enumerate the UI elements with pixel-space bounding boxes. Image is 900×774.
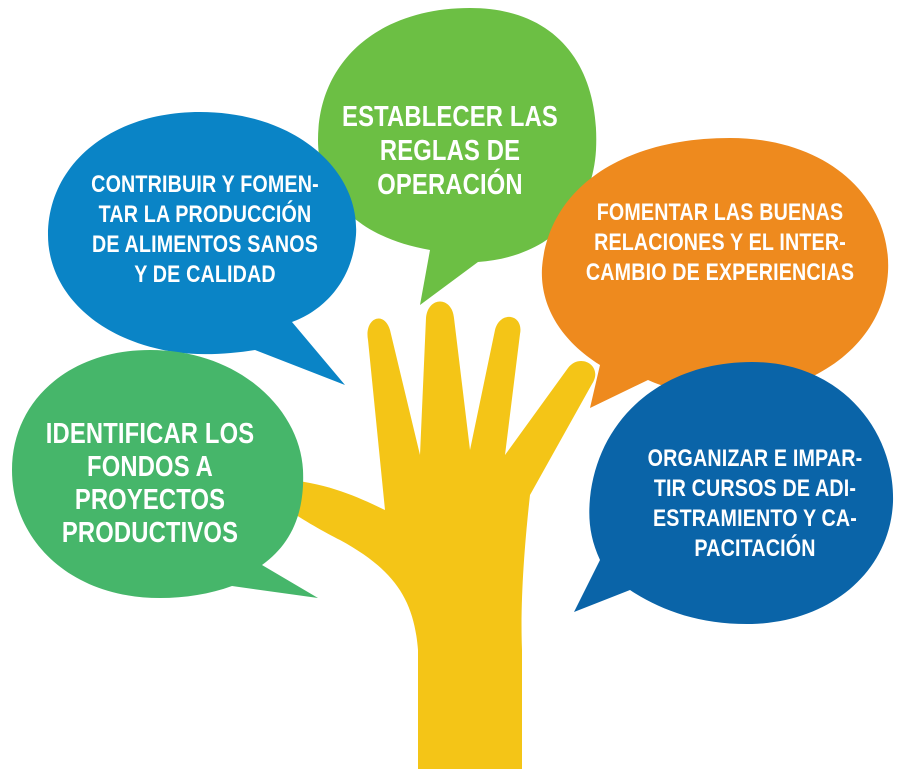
bubble-identificar-shape xyxy=(12,350,318,598)
hand-shape xyxy=(266,301,596,769)
bubble-establecer-text: ESTABLECER LAS REGLAS DE OPERACIÓN xyxy=(342,101,558,201)
bubble-organizar-shape xyxy=(574,362,894,625)
bubble-contribuir-text: CONTRIBUIR Y FOMEN- TAR LA PRODUCCIÓN DE… xyxy=(91,171,319,288)
bubble-organizar-text: ORGANIZAR E IMPAR- TIR CURSOS DE ADI- ES… xyxy=(647,445,863,562)
bubble-identificar-text: IDENTIFICAR LOS FONDOS A PROYECTOS PRODU… xyxy=(45,418,255,549)
bubble-fomentar-shape xyxy=(541,138,889,408)
bubble-fomentar-text: FOMENTAR LAS BUENAS RELACIONES Y EL INTE… xyxy=(585,199,855,286)
bubble-contribuir-shape xyxy=(48,112,357,385)
bubble-establecer-shape xyxy=(318,8,597,305)
